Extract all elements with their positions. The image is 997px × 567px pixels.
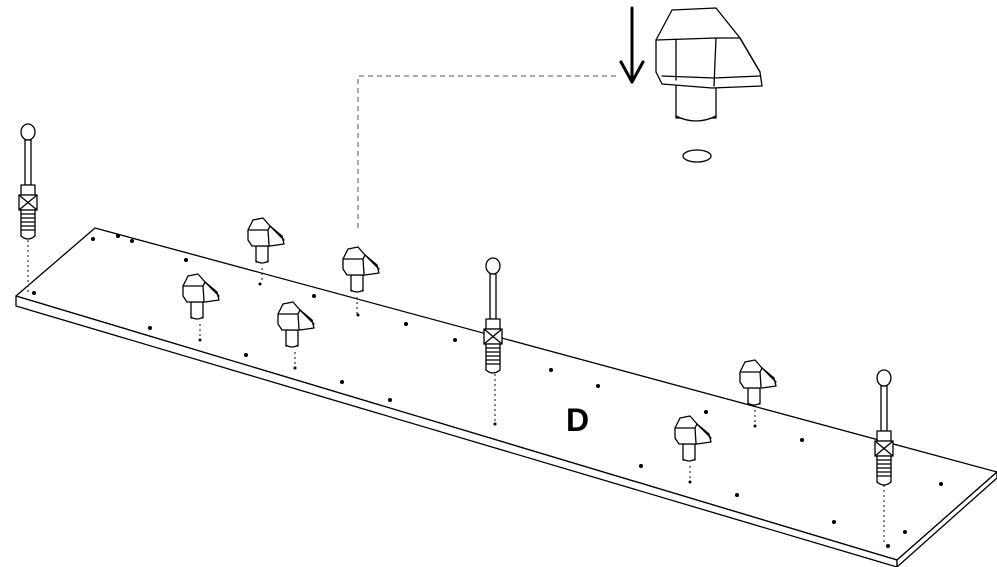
callout-guide-line [357,75,620,228]
panel-top-face [15,227,997,561]
cam-lock [739,359,777,406]
cam-lock [342,246,380,293]
cam-lock [247,217,285,264]
panel-d [15,227,997,567]
panel-right-edge [896,471,997,567]
guide-lines [27,75,885,545]
drill-holes [32,234,943,548]
cam-bolt [18,123,38,240]
washer-ring [682,149,712,163]
panel-label: D [566,402,590,438]
cam-bolt [874,369,894,486]
cam-lock-detail [655,7,763,122]
arrow-down-icon [619,6,645,84]
panel-front-edge [15,295,898,567]
cam-bolt [483,257,503,374]
